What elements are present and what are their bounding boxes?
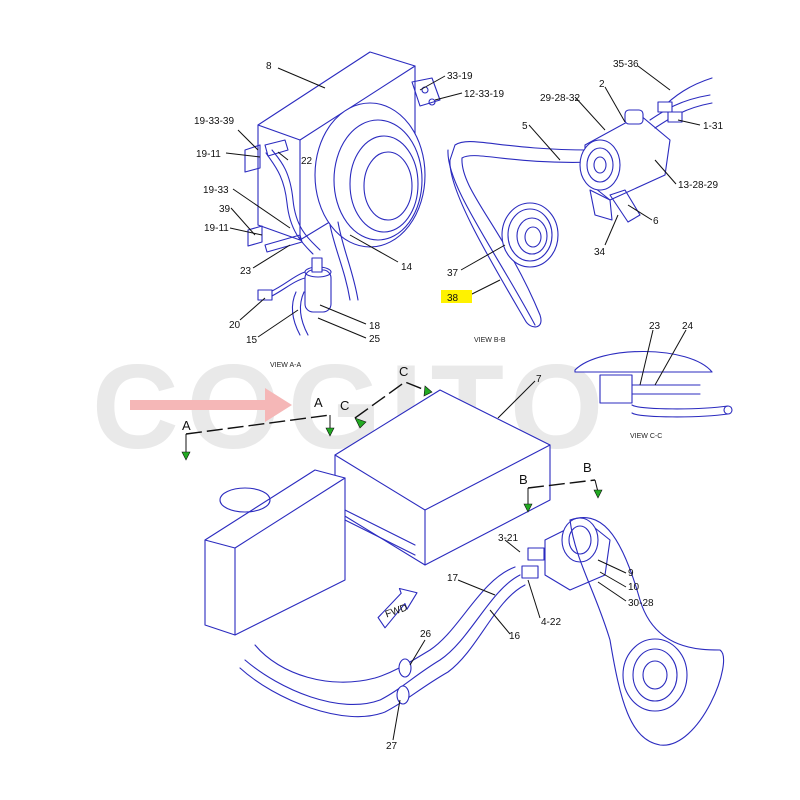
callout-38[interactable]: 38	[447, 293, 459, 304]
callout-19-33[interactable]: 19-33	[203, 185, 229, 196]
watermark-arrow-icon	[130, 388, 292, 422]
callout-14[interactable]: 14	[401, 262, 413, 273]
fwd-label: FWD	[384, 602, 409, 620]
callout-34[interactable]: 34	[594, 247, 606, 258]
callout-19-11-upper[interactable]: 19-11	[196, 149, 221, 160]
fwd-arrow-icon: FWD	[377, 587, 418, 629]
view-aa-drawing	[244, 51, 441, 336]
section-label-c-right: C	[399, 364, 408, 379]
view-bb-drawing	[447, 77, 713, 328]
section-label-c-left: C	[340, 398, 349, 413]
section-label-a-right: A	[314, 395, 323, 410]
callout-2[interactable]: 2	[599, 79, 605, 90]
callout-13-28-29[interactable]: 13-28-29	[678, 180, 718, 191]
callout-19-33-39[interactable]: 19-33-39	[194, 116, 234, 127]
callout-29-28-32[interactable]: 29-28-32	[540, 93, 580, 104]
callout-8[interactable]: 8	[266, 61, 272, 72]
view-label-cc: VIEW C-C	[630, 433, 662, 440]
callout-1-31[interactable]: 1-31	[703, 121, 723, 132]
callout-23-view-aa[interactable]: 23	[240, 266, 252, 277]
callout-26[interactable]: 26	[420, 629, 432, 640]
section-label-b-left: B	[519, 472, 528, 487]
callout-16[interactable]: 16	[509, 631, 521, 642]
callout-7[interactable]: 7	[536, 374, 542, 385]
callout-18[interactable]: 18	[369, 321, 381, 332]
callout-35-36[interactable]: 35-36	[613, 59, 639, 70]
callout-37[interactable]: 37	[447, 268, 459, 279]
main-assembly-drawing: FWD	[204, 389, 725, 746]
leader-lines	[225, 65, 701, 741]
section-line-c: C C	[340, 364, 433, 429]
callout-15[interactable]: 15	[246, 335, 258, 346]
callout-24[interactable]: 24	[682, 321, 694, 332]
callout-33-19[interactable]: 33-19	[447, 71, 473, 82]
callout-12-33-19[interactable]: 12-33-19	[464, 89, 504, 100]
callout-30-28[interactable]: 30-28	[628, 598, 654, 609]
section-line-a: A A	[181, 395, 335, 461]
section-label-a-left: A	[182, 418, 191, 433]
section-line-b: B B	[519, 460, 603, 513]
callout-25[interactable]: 25	[369, 334, 381, 345]
callout-19-11-lower[interactable]: 19-11	[204, 223, 229, 234]
callout-38-highlight	[441, 290, 472, 303]
callout-6[interactable]: 6	[653, 216, 659, 227]
section-label-b-right: B	[583, 460, 592, 475]
callout-5[interactable]: 5	[522, 121, 528, 132]
callout-17[interactable]: 17	[447, 573, 459, 584]
view-label-bb: VIEW B-B	[474, 337, 506, 344]
callout-27[interactable]: 27	[386, 741, 398, 752]
view-cc-drawing	[574, 351, 733, 418]
callout-10[interactable]: 10	[628, 582, 640, 593]
callout-22[interactable]: 22	[301, 156, 313, 167]
callout-4-22[interactable]: 4-22	[541, 617, 561, 628]
callout-3-21[interactable]: 3-21	[498, 533, 518, 544]
callout-39[interactable]: 39	[219, 204, 231, 215]
callouts: 8 33-19 12-33-19 19-33-39 19-11 22 19-33…	[194, 59, 723, 752]
view-label-aa: VIEW A-A	[270, 362, 301, 369]
callout-20[interactable]: 20	[229, 320, 241, 331]
callout-23-view-cc[interactable]: 23	[649, 321, 661, 332]
callout-9[interactable]: 9	[628, 568, 634, 579]
